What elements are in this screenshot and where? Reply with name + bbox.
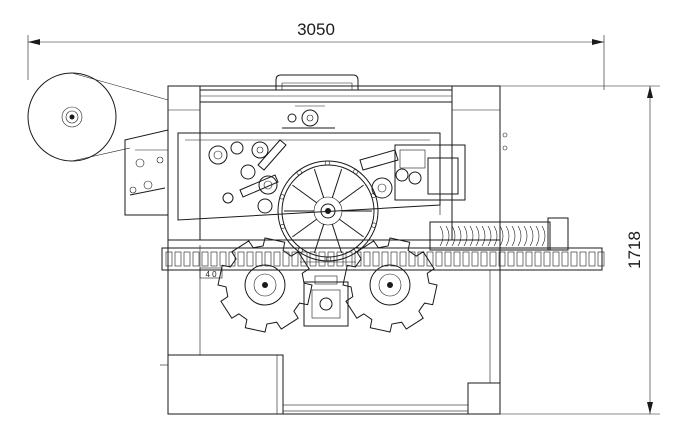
screw-flight [451,225,462,247]
chain-link [525,251,533,267]
chain-link [381,251,389,267]
chain-link [435,251,443,267]
chain-link [408,251,416,267]
wheel-pocket [280,223,286,229]
conveyor: 4 0 [161,217,605,279]
wheel-spoke [313,224,325,254]
height-dimension-label: 1718 [625,231,644,269]
chain-link [309,251,317,267]
label-arm [124,129,169,216]
chain-link [561,251,569,267]
chain-link [552,251,560,267]
chain-link [255,251,263,267]
chain-link [264,251,272,267]
wheel-pocket [324,160,330,166]
chain-link [372,251,380,267]
screw-flight [463,225,474,247]
center-bracket [300,261,356,327]
chain-link [363,251,371,267]
screw-flight [499,225,510,247]
wheel-pocket [326,256,332,262]
top-handle [275,74,359,90]
chain-link [345,251,353,267]
wheel-pocket [371,222,377,228]
chain-link [543,251,551,267]
wheel-pocket [296,170,302,176]
wheel-spoke [339,218,364,238]
chain-link [462,251,470,267]
width-dimension-label: 3050 [297,20,335,39]
right-gear-wheel [342,237,438,333]
screw-flight [439,225,450,247]
wheel-spoke [339,184,364,204]
chain-link [399,251,407,267]
conveyor-tag: 4 0 [205,270,217,279]
chain-link [246,251,254,267]
wheel-pocket [353,169,359,175]
chain-link [471,251,479,267]
chain-link [444,251,452,267]
wheel-spoke [331,168,343,198]
chain-link [192,251,200,267]
screw-flight [475,225,486,247]
chain-link [183,251,191,267]
chain-link [390,251,398,267]
chain-link [210,251,218,267]
control-cabinet [160,245,501,415]
wheel-pocket [279,194,285,200]
screw-flight [523,225,534,247]
chain-link [291,251,299,267]
screw-flight [487,225,498,247]
chain-link [453,251,461,267]
chain-link [597,251,605,267]
chain-link [588,251,596,267]
chain-link [165,251,173,267]
chain-link [174,251,182,267]
wheel-spoke [292,184,317,204]
chain-link [507,251,515,267]
wheel-spoke [292,218,317,238]
label-reel [27,72,169,162]
chain-link [300,251,308,267]
chain-link [336,251,344,267]
wheel-spoke [331,224,343,254]
star-wheel [277,160,379,262]
chain-link [417,251,425,267]
chain-link [327,251,335,267]
screw-flight [511,225,522,247]
chain-link [273,251,281,267]
height-dimension: 1718 [500,85,660,415]
chain-link [498,251,506,267]
chain-link [426,251,434,267]
chain-link [237,251,245,267]
left-gear-wheel [217,237,313,333]
screw-flight [535,225,546,247]
chain-link [570,251,578,267]
chain-link [219,251,227,267]
wheel-pocket [370,193,376,199]
chain-link [579,251,587,267]
drive-plate [177,105,441,221]
chain-link [318,251,326,267]
chain-link [489,251,497,267]
motor-unit [394,125,508,240]
chain-link [516,251,524,267]
wheel-spoke [313,168,325,198]
chain-link [201,251,209,267]
chain-link [480,251,488,267]
chain-link [534,251,542,267]
width-dimension: 3050 [27,20,605,90]
